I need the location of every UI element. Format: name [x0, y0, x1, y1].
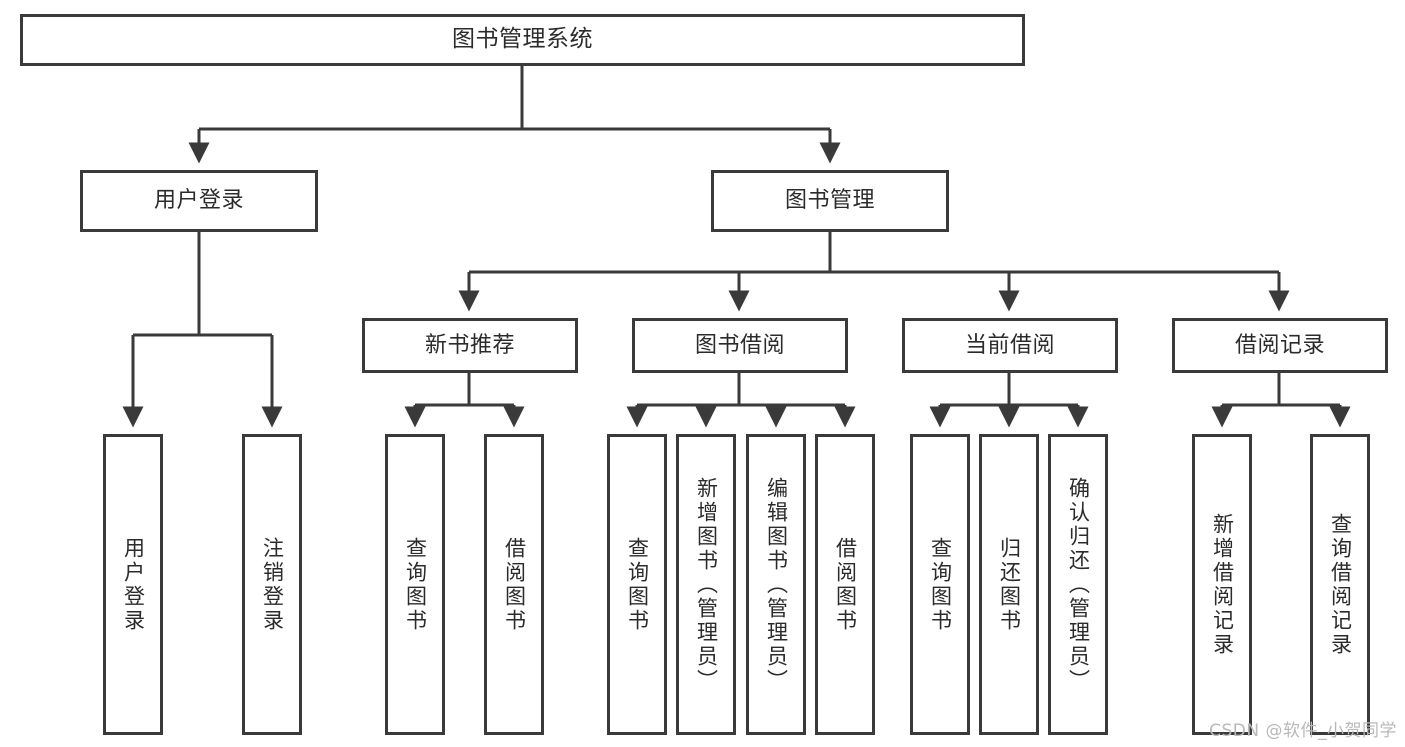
node-label: 查询图书 — [928, 536, 953, 633]
node-label: 新增图书（管理员） — [694, 476, 719, 693]
node-user-login[interactable]: 用户登录 — [80, 170, 318, 232]
node-leaf-confirm-return[interactable]: 确认归还（管理员） — [1048, 434, 1108, 735]
node-label: 用户登录 — [153, 188, 244, 214]
node-label: 图书借阅 — [694, 332, 785, 358]
node-current-borrow[interactable]: 当前借阅 — [902, 318, 1118, 373]
node-leaf-query-book-3[interactable]: 查询图书 — [910, 434, 970, 735]
node-label: 当前借阅 — [964, 332, 1055, 358]
node-label: 确认归还（管理员） — [1066, 476, 1091, 693]
node-book-manage[interactable]: 图书管理 — [711, 170, 949, 232]
node-label: 查询借阅记录 — [1328, 512, 1353, 657]
node-leaf-query-record[interactable]: 查询借阅记录 — [1310, 434, 1370, 735]
node-leaf-user-logout[interactable]: 注销登录 — [242, 434, 302, 735]
node-label: 借阅图书 — [502, 536, 527, 633]
node-label: 图书管理系统 — [452, 26, 593, 53]
node-new-book-recommend[interactable]: 新书推荐 — [362, 318, 578, 373]
node-borrow-record[interactable]: 借阅记录 — [1172, 318, 1388, 373]
node-leaf-user-login[interactable]: 用户登录 — [103, 434, 163, 735]
node-label: 借阅图书 — [833, 536, 858, 633]
node-label: 编辑图书（管理员） — [764, 476, 789, 693]
node-leaf-add-book[interactable]: 新增图书（管理员） — [676, 434, 736, 735]
node-leaf-edit-book[interactable]: 编辑图书（管理员） — [746, 434, 806, 735]
node-leaf-borrow-book-1[interactable]: 借阅图书 — [484, 434, 544, 735]
node-label: 图书管理 — [784, 188, 875, 214]
node-book-borrow[interactable]: 图书借阅 — [632, 318, 848, 373]
node-leaf-query-book-2[interactable]: 查询图书 — [607, 434, 667, 735]
node-label: 新增借阅记录 — [1210, 512, 1235, 657]
node-label: 归还图书 — [997, 536, 1022, 633]
node-leaf-add-record[interactable]: 新增借阅记录 — [1192, 434, 1252, 735]
node-label: 用户登录 — [121, 536, 146, 633]
csdn-watermark: CSDN @软件_小贺同学 — [1209, 721, 1397, 741]
node-label: 借阅记录 — [1234, 332, 1325, 358]
node-label: 新书推荐 — [424, 332, 515, 358]
node-label: 查询图书 — [625, 536, 650, 633]
node-leaf-borrow-book-2[interactable]: 借阅图书 — [815, 434, 875, 735]
node-root-book-management-system[interactable]: 图书管理系统 — [20, 14, 1025, 66]
node-label: 注销登录 — [260, 536, 285, 633]
node-label: 查询图书 — [403, 536, 428, 633]
node-leaf-query-book-1[interactable]: 查询图书 — [385, 434, 445, 735]
node-leaf-return-book[interactable]: 归还图书 — [979, 434, 1039, 735]
